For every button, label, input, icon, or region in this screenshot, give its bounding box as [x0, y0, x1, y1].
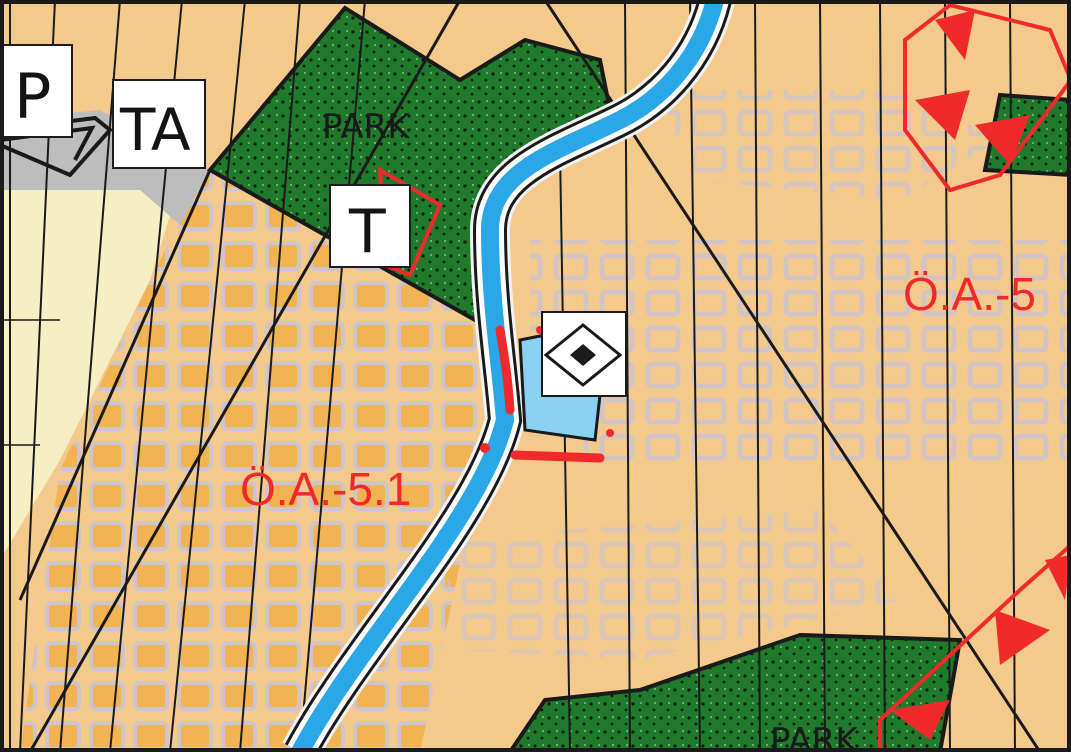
red-triangle-icon [890, 700, 950, 740]
built-overlay-area [530, 240, 1071, 470]
facility-symbol [541, 311, 627, 397]
red-triangle-icon [1045, 555, 1071, 600]
red-triangle-icon [975, 115, 1030, 165]
red-hatched-zone-bottom [878, 542, 1071, 752]
red-triangle-icon [995, 610, 1050, 665]
built-overlay-area-upper [660, 90, 1000, 200]
park-label-top: PARK [322, 107, 411, 147]
river [282, 0, 735, 752]
label-ta-box: TA [112, 79, 206, 169]
red-hatched-zone-top [903, 2, 1071, 193]
red-triangle-icon [935, 10, 975, 60]
label-t: T [348, 197, 386, 267]
label-t-box: T [329, 184, 411, 268]
park-area-bottom [507, 632, 963, 752]
red-triangle-icon [915, 90, 970, 140]
label-p-box: P [0, 44, 73, 138]
park-label-bottom: PARK [770, 721, 859, 752]
zone-label-right: Ö.A.-5 [903, 268, 1036, 320]
horizontal-parcel-lines [0, 319, 60, 446]
cream-area [0, 190, 178, 560]
built-overlay-lower [440, 510, 900, 660]
zone-label-left: Ö.A.-5.1 [240, 463, 411, 515]
label-ta: TA [119, 96, 191, 164]
label-p: P [14, 60, 51, 133]
road-grey-area [0, 110, 210, 225]
